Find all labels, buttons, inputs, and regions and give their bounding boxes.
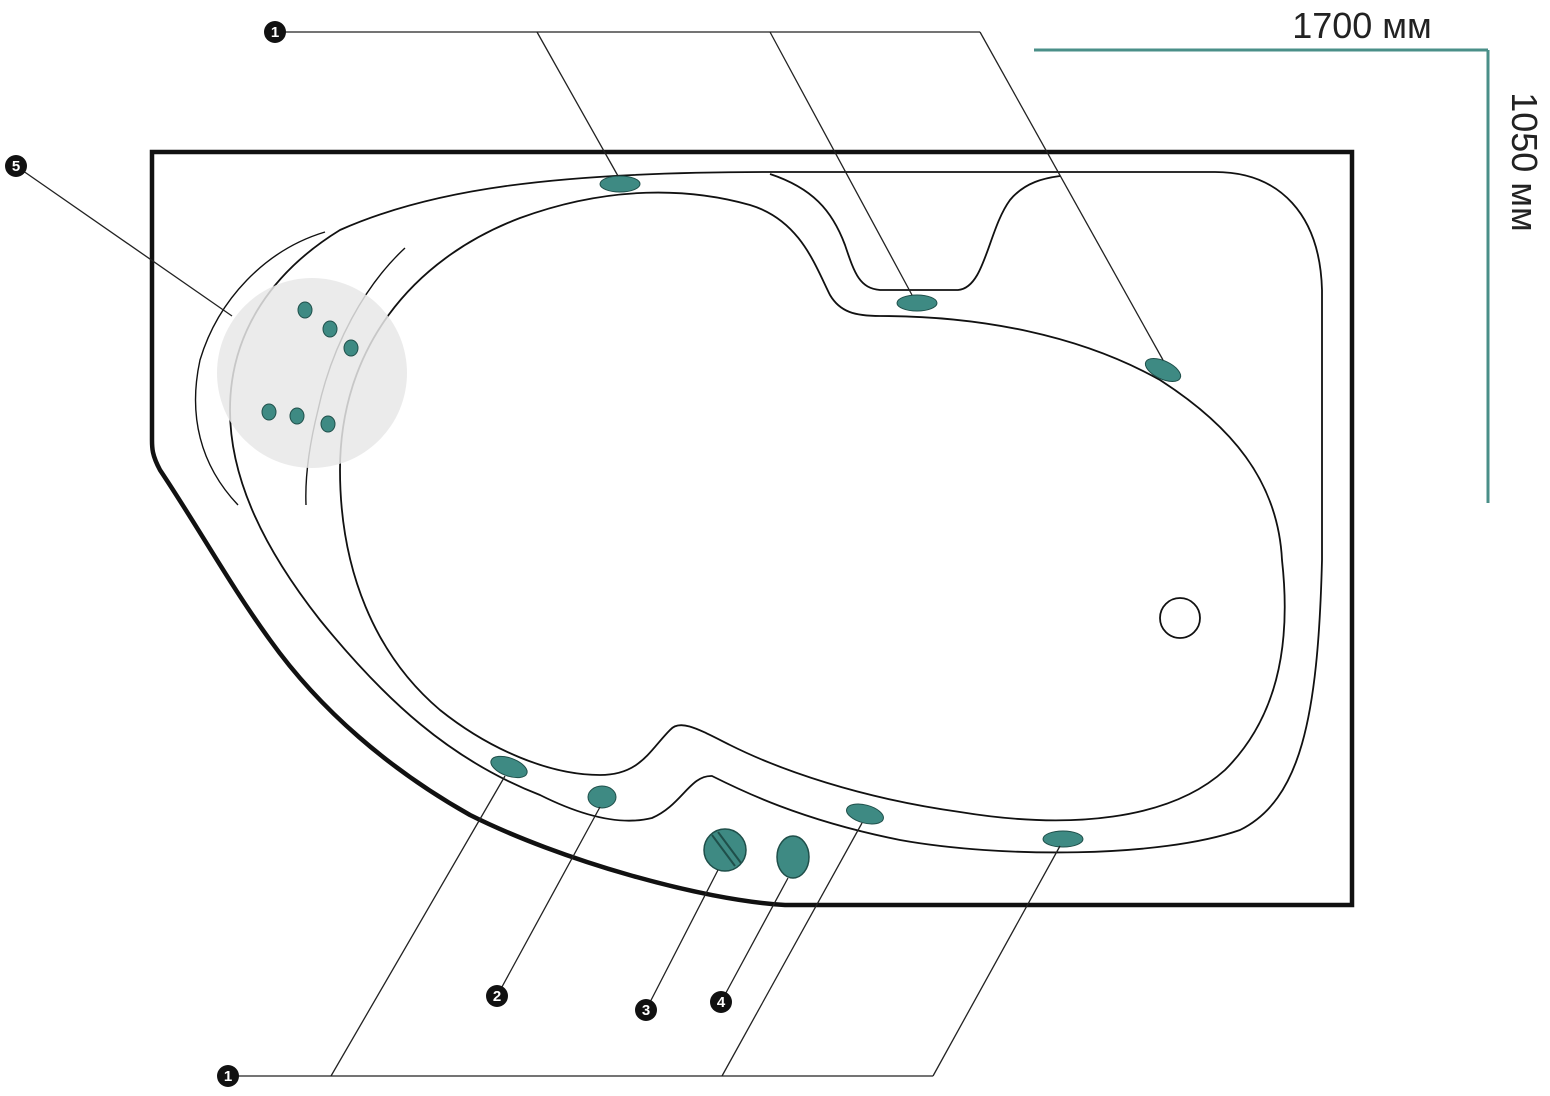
svg-text:1: 1 bbox=[271, 24, 279, 41]
tub-inner-basin bbox=[339, 191, 1286, 822]
callout-jet-top: 1 bbox=[264, 21, 286, 43]
backrest-jet bbox=[320, 415, 336, 433]
backrest-jets bbox=[261, 301, 359, 433]
overflow-drain bbox=[703, 828, 747, 872]
height-dimension-label: 1050 мм bbox=[1504, 92, 1545, 232]
svg-text:1: 1 bbox=[224, 1068, 232, 1085]
svg-text:2: 2 bbox=[493, 988, 501, 1005]
hydromassage-jets bbox=[490, 175, 1182, 848]
jet-top-middle bbox=[896, 294, 938, 312]
jet-bottom-right bbox=[1042, 830, 1084, 848]
svg-text:5: 5 bbox=[12, 158, 20, 175]
backrest-jet-zone bbox=[217, 278, 407, 468]
drain-hole-icon bbox=[1159, 597, 1201, 639]
backrest-jet bbox=[289, 407, 305, 425]
control-button-icon bbox=[776, 835, 810, 879]
width-dimension-label: 1700 мм bbox=[1292, 5, 1432, 46]
jet-top-right bbox=[1144, 358, 1182, 382]
backrest-jet bbox=[322, 320, 338, 338]
backrest-jet bbox=[343, 339, 359, 357]
jet-bottom-left bbox=[490, 755, 528, 779]
jet-small bbox=[587, 785, 617, 809]
callout-jet-small: 2 bbox=[486, 985, 508, 1007]
svg-text:3: 3 bbox=[642, 1002, 650, 1019]
tub-rim-inner bbox=[769, 173, 1061, 291]
backrest-jet bbox=[297, 301, 313, 319]
leader-lines bbox=[15, 31, 1164, 1077]
overflow-drain-icon bbox=[703, 828, 747, 872]
callout-control: 4 bbox=[710, 991, 732, 1013]
tub-rim-outer bbox=[229, 171, 1323, 854]
dimension-lines: 1700 мм 1050 мм bbox=[1034, 5, 1545, 503]
jet-top-left bbox=[599, 175, 641, 193]
callout-backrest-jets: 5 bbox=[5, 155, 27, 177]
callout-jet-bottom: 1 bbox=[217, 1065, 239, 1087]
backrest-jet bbox=[261, 403, 277, 421]
jet-bottom-middle bbox=[846, 803, 884, 825]
backrest-arc-outer bbox=[194, 231, 326, 506]
callout-overflow: 3 bbox=[635, 999, 657, 1021]
svg-text:4: 4 bbox=[717, 994, 726, 1011]
tub-outer-frame bbox=[149, 149, 1355, 908]
